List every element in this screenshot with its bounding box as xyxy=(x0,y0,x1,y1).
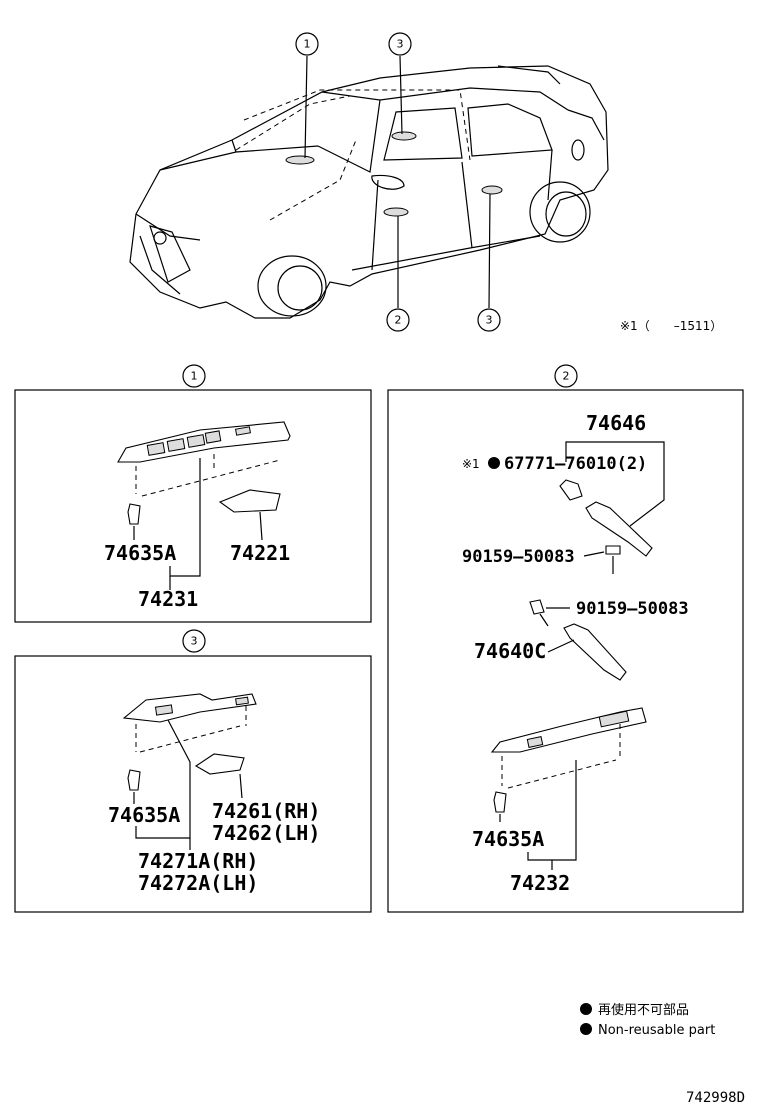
bracket-74640C xyxy=(563,623,627,681)
legend: 再使用不可部品 Non-reusable part xyxy=(580,1002,715,1038)
diagram-code: 742998D xyxy=(686,1090,745,1106)
section-1-box xyxy=(14,389,372,623)
switch-panel-front-lh xyxy=(490,707,647,753)
part-74272A-lh[interactable]: 74272A(LH) xyxy=(138,871,258,895)
car-callout-3-bottom[interactable]: 3 xyxy=(477,308,501,332)
svg-text:3: 3 xyxy=(486,314,493,327)
part-67771-76010[interactable]: 67771–76010(2) xyxy=(504,454,647,474)
car-callout-2[interactable]: 2 xyxy=(386,308,410,332)
section-3-box xyxy=(14,655,372,913)
part-74635A-s2[interactable]: 74635A xyxy=(472,827,544,851)
cover-74221 xyxy=(218,489,281,513)
legend-dot-icon-jp xyxy=(580,1003,592,1015)
applicability-note: ※1（ –1511） xyxy=(620,319,722,333)
clip-74635A-s1 xyxy=(127,503,141,525)
section-2-callout: 2 xyxy=(554,364,578,388)
svg-text:3: 3 xyxy=(191,635,198,648)
bracket-upper xyxy=(585,501,653,557)
part-74646[interactable]: 74646 xyxy=(586,411,646,435)
switch-panel-front xyxy=(117,421,291,463)
car-illustration xyxy=(129,55,609,319)
screw-icon-2 xyxy=(529,599,549,627)
svg-text:2: 2 xyxy=(395,314,402,327)
part-74232[interactable]: 74232 xyxy=(510,871,570,895)
legend-dot-icon-en xyxy=(580,1023,592,1035)
part-74231[interactable]: 74231 xyxy=(138,587,198,611)
svg-text:2: 2 xyxy=(563,370,570,383)
cover-74261 xyxy=(194,753,245,775)
car-callout-1[interactable]: 1 xyxy=(295,32,319,56)
part-74271A-rh[interactable]: 74271A(RH) xyxy=(138,849,258,873)
nonreusable-note-mark: ※1 xyxy=(462,457,480,471)
svg-text:1: 1 xyxy=(304,38,311,51)
section-3-callout: 3 xyxy=(182,629,206,653)
part-90159-50083-b[interactable]: 90159–50083 xyxy=(576,599,689,619)
nonreusable-dot-icon xyxy=(488,457,500,469)
svg-text:1: 1 xyxy=(191,370,198,383)
part-74221[interactable]: 74221 xyxy=(230,541,290,565)
legend-jp: 再使用不可部品 xyxy=(598,1002,689,1018)
svg-text:3: 3 xyxy=(397,38,404,51)
section-1-callout: 1 xyxy=(182,364,206,388)
clip-67771 xyxy=(559,479,583,501)
switch-panel-rear xyxy=(122,693,257,723)
car-callout-3-top[interactable]: 3 xyxy=(388,32,412,56)
part-74635A-s1[interactable]: 74635A xyxy=(104,541,176,565)
part-74635A-s3[interactable]: 74635A xyxy=(108,803,180,827)
legend-en: Non-reusable part xyxy=(598,1023,715,1038)
section-2-box xyxy=(387,389,744,913)
part-74640C[interactable]: 74640C xyxy=(474,639,546,663)
part-74261-rh[interactable]: 74261(RH) xyxy=(212,799,320,823)
part-90159-50083-a[interactable]: 90159–50083 xyxy=(462,547,575,567)
part-74262-lh[interactable]: 74262(LH) xyxy=(212,821,320,845)
clip-74635A-s2 xyxy=(493,791,507,813)
screw-icon-1 xyxy=(605,545,621,574)
clip-74635A-s3 xyxy=(127,769,141,791)
